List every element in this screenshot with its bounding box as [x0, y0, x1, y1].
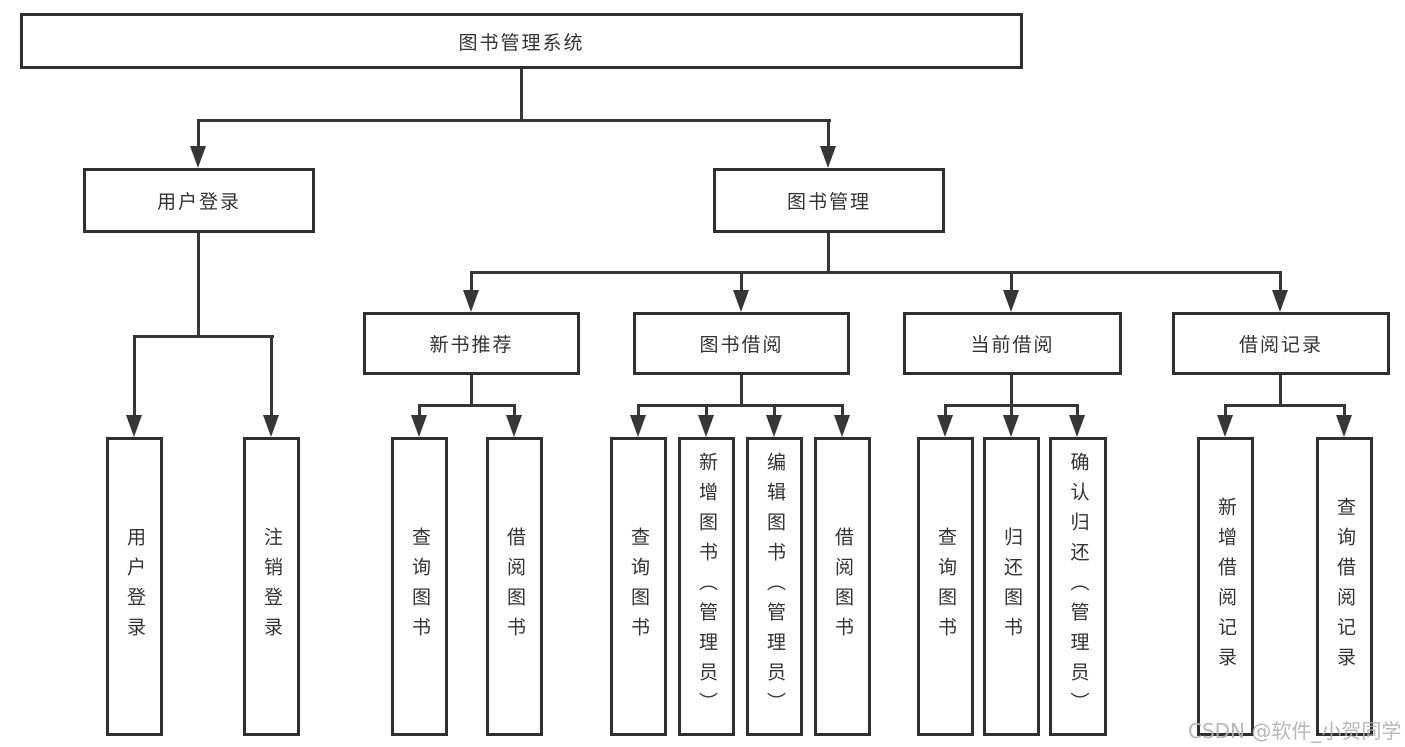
arrow-down-icon — [506, 415, 522, 437]
arrow-down-icon — [937, 415, 953, 437]
connector-to-user-login — [133, 335, 136, 417]
connector-to-rec-borrow — [513, 404, 516, 417]
node-label: 新增图书（管理员） — [696, 451, 718, 722]
connector-records-hline — [1224, 404, 1346, 407]
node-label: 查询图书 — [628, 526, 650, 647]
node-book-borrow: 图书借阅 — [633, 312, 850, 375]
connector-to-book-borrow — [740, 271, 743, 292]
connector-to-logout — [270, 335, 273, 417]
arrow-down-icon — [834, 415, 850, 437]
node-cb-query-books: 查询图书 — [917, 437, 974, 736]
connector-rec-stem — [470, 375, 473, 406]
node-label: 图书管理 — [786, 191, 871, 213]
node-label: 当前借阅 — [970, 334, 1055, 356]
arrow-down-icon — [1217, 415, 1233, 437]
arrow-down-icon — [820, 146, 836, 168]
node-label: 查询图书 — [409, 526, 431, 647]
node-label: 编辑图书（管理员） — [764, 451, 786, 722]
node-cb-return-books: 归还图书 — [983, 437, 1040, 736]
node-bb-add-books-admin: 新增图书（管理员） — [678, 437, 735, 736]
connector-borrow-stem — [740, 375, 743, 406]
connector-borrow-hline — [637, 404, 844, 407]
node-bb-query-books: 查询图书 — [610, 437, 667, 736]
node-label: 用户登录 — [124, 526, 146, 647]
node-label: 借阅图书 — [832, 526, 854, 647]
node-library-management-system: 图书管理系统 — [20, 13, 1023, 69]
connector-login-hline — [133, 335, 274, 338]
node-user-login-group: 用户登录 — [83, 168, 315, 233]
connector-mgmt-hline — [470, 271, 1282, 274]
arrow-down-icon — [766, 415, 782, 437]
node-label: 查询图书 — [935, 526, 957, 647]
node-br-add-record: 新增借阅记录 — [1197, 437, 1254, 736]
arrow-down-icon — [411, 415, 427, 437]
arrow-down-icon — [126, 415, 142, 437]
connector-to-current-borrow — [1010, 271, 1013, 292]
node-cb-confirm-return-admin: 确认归还（管理员） — [1049, 437, 1107, 736]
arrow-down-icon — [190, 146, 206, 168]
node-rec-borrow-books: 借阅图书 — [486, 437, 543, 736]
node-label: 查询借阅记录 — [1334, 496, 1356, 677]
node-user-login: 用户登录 — [106, 437, 163, 736]
connector-to-bb-query — [637, 404, 640, 417]
connector-login-stem — [197, 233, 200, 337]
connector-current-stem — [1010, 375, 1013, 406]
connector-records-stem — [1279, 375, 1282, 406]
connector-to-bb-edit — [773, 404, 776, 417]
connector-to-rec-query — [418, 404, 421, 417]
node-label: 借阅图书 — [504, 526, 526, 647]
arrow-down-icon — [630, 415, 646, 437]
connector-root-hline — [197, 119, 831, 122]
node-label: 确认归还（管理员） — [1067, 451, 1090, 722]
connector-to-br-add — [1224, 404, 1227, 417]
connector-to-cb-return — [1010, 404, 1013, 417]
node-label: 图书管理系统 — [458, 31, 585, 54]
arrow-down-icon — [1069, 415, 1085, 437]
node-bb-borrow-books: 借阅图书 — [814, 437, 871, 736]
connector-to-borrow-records — [1279, 271, 1282, 292]
arrow-down-icon — [733, 290, 749, 312]
node-bb-edit-books-admin: 编辑图书（管理员） — [746, 437, 803, 736]
arrow-down-icon — [463, 290, 479, 312]
node-book-management: 图书管理 — [713, 168, 945, 233]
node-label: 借阅记录 — [1238, 334, 1323, 356]
connector-to-mgmt — [827, 119, 830, 149]
node-label: 用户登录 — [156, 191, 241, 213]
connector-to-bb-add — [705, 404, 708, 417]
connector-mgmt-stem — [827, 233, 830, 273]
node-new-book-recommend: 新书推荐 — [363, 312, 580, 375]
connector-to-new-book-rec — [470, 271, 473, 292]
connector-to-cb-query — [944, 404, 947, 417]
connector-to-login — [197, 119, 200, 149]
connector-to-bb-borrow — [841, 404, 844, 417]
connector-rec-hline — [418, 404, 516, 407]
node-current-borrow: 当前借阅 — [903, 312, 1122, 375]
node-label: 新书推荐 — [429, 334, 514, 356]
node-label: 新增借阅记录 — [1215, 496, 1237, 677]
connector-root-stem — [520, 68, 523, 121]
node-borrow-records: 借阅记录 — [1172, 312, 1390, 375]
arrow-down-icon — [263, 415, 279, 437]
node-label: 注销登录 — [261, 526, 283, 647]
node-rec-query-books: 查询图书 — [391, 437, 448, 736]
connector-to-br-query — [1343, 404, 1346, 417]
node-logout: 注销登录 — [243, 437, 300, 736]
csdn-watermark: CSDN @软件_小贺同学 — [1188, 719, 1402, 743]
arrow-down-icon — [1003, 415, 1019, 437]
arrow-down-icon — [698, 415, 714, 437]
arrow-down-icon — [1336, 415, 1352, 437]
node-br-query-record: 查询借阅记录 — [1316, 437, 1373, 736]
node-label: 归还图书 — [1001, 526, 1023, 647]
node-label: 图书借阅 — [699, 334, 784, 356]
arrow-down-icon — [1272, 290, 1288, 312]
arrow-down-icon — [1003, 290, 1019, 312]
connector-to-cb-confirm — [1076, 404, 1079, 417]
